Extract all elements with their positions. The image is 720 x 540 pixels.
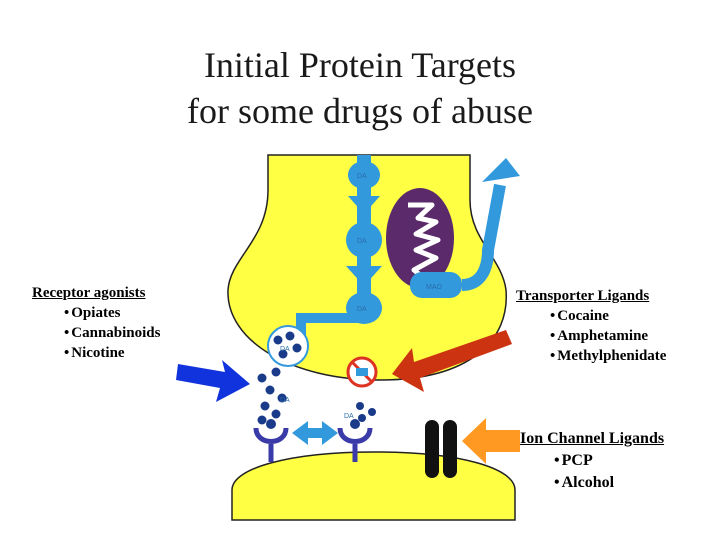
vesicle-da-label: DA	[280, 346, 290, 353]
released-da-label: DA	[280, 397, 290, 404]
receptor-right	[337, 419, 373, 462]
released-da-5	[260, 401, 270, 411]
receptor-left	[253, 419, 289, 462]
ion-channel-left	[425, 420, 439, 478]
vesicle-da-3	[292, 343, 302, 353]
reuptake-path	[461, 183, 506, 291]
transporter-ligand-arrow	[392, 330, 512, 392]
mao-enzyme	[410, 272, 462, 298]
title-line-1: Initial Protein Targets	[203, 45, 517, 85]
released-da-9	[368, 408, 376, 416]
receptor-item-opiates: Opiates	[32, 303, 160, 323]
blocked-transporter	[356, 368, 368, 376]
released-da-3	[265, 385, 275, 395]
released-da-4	[277, 393, 287, 403]
transporter-item-cocaine: Cocaine	[516, 306, 666, 326]
receptor-agonists-label: Receptor agonists Opiates Cannabinoids N…	[32, 283, 160, 363]
transporter-ligands-label: Transporter Ligands Cocaine Amphetamine …	[516, 286, 666, 366]
vesicle-da-1	[273, 335, 283, 345]
released-da-10	[358, 414, 366, 422]
da-label-top: DA	[357, 173, 367, 180]
da-label-mid: DA	[357, 238, 367, 245]
released-da-1	[257, 373, 267, 383]
receptor-agonist-arrow	[176, 360, 250, 402]
cleft-da-label: DA	[344, 413, 354, 420]
vesicle-da-2	[285, 331, 295, 341]
da-node-top	[348, 161, 380, 189]
title-line-2: for some drugs of abuse	[187, 91, 533, 131]
da-label-low: DA	[357, 306, 367, 313]
receptor-interaction-arrow	[292, 421, 338, 445]
vesicle-transport-bar	[296, 313, 360, 323]
vesicle-da-4	[278, 349, 288, 359]
mitochondrion	[386, 188, 454, 288]
transporter-item-methylphenidate: Methylphenidate	[516, 346, 666, 366]
da-node-mid	[346, 222, 382, 258]
released-da-8	[356, 402, 364, 410]
released-da-2	[271, 367, 281, 377]
column-arrow-1	[348, 196, 380, 214]
column-arrow-2	[346, 266, 382, 286]
released-da-7	[257, 415, 267, 425]
mao-label: MAO	[426, 284, 443, 291]
ion-channel-item-alcohol: Alcohol	[520, 472, 664, 494]
ion-channel-right	[443, 420, 457, 478]
receptor-item-cannabinoids: Cannabinoids	[32, 323, 160, 343]
mitochondrion-cristae	[408, 202, 441, 282]
ion-channel-ligand-arrow	[462, 418, 520, 464]
reuptake-arrowhead	[482, 158, 520, 182]
postsynaptic-terminal	[231, 451, 516, 521]
slide-title: Initial Protein Targets for some drugs o…	[0, 42, 720, 134]
receptor-agonists-heading: Receptor agonists	[32, 285, 146, 301]
transporter-ligands-heading: Transporter Ligands	[516, 288, 650, 304]
released-da-6	[271, 409, 281, 419]
ion-channel-ligands-heading: Ion Channel Ligands	[520, 430, 665, 447]
transporter-item-amphetamine: Amphetamine	[516, 326, 666, 346]
ion-channel-item-pcp: PCP	[520, 450, 664, 472]
receptor-item-nicotine: Nicotine	[32, 343, 160, 363]
ion-channel-ligands-label: Ion Channel Ligands PCP Alcohol	[520, 428, 664, 494]
